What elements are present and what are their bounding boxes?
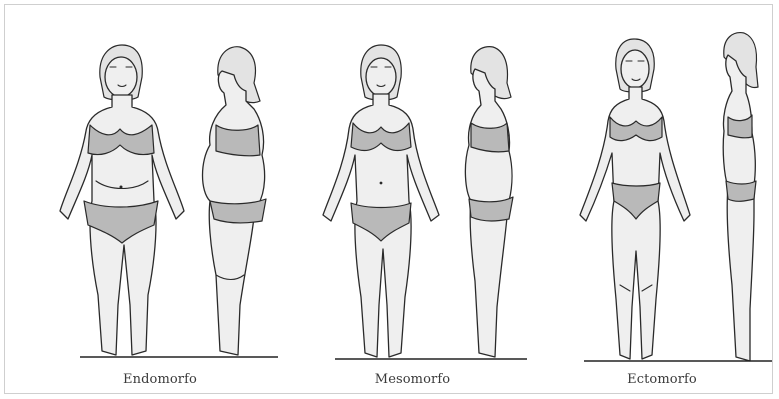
ectomorph-front-figure [580,39,690,359]
mesomorph-front-figure [323,45,439,357]
panel-mesomorfo: Mesomorfo [295,5,530,395]
ectomorph-figures [550,5,774,395]
endomorph-front-figure [60,45,184,355]
mesomorph-side-figure [465,47,513,357]
endomorph-side-figure [203,47,267,355]
figure-frame: Endomorfo Mesomorfo [4,4,773,394]
mesomorph-figures [295,5,530,395]
panel-endomorfo: Endomorfo [40,5,280,395]
ectomorph-side-figure [723,33,758,361]
endomorph-figures [40,5,280,395]
label-mesomorfo: Mesomorfo [295,372,530,387]
label-ectomorfo: Ectomorfo [550,372,774,387]
panel-ectomorfo: Ectomorfo [550,5,774,395]
label-endomorfo: Endomorfo [40,372,280,387]
